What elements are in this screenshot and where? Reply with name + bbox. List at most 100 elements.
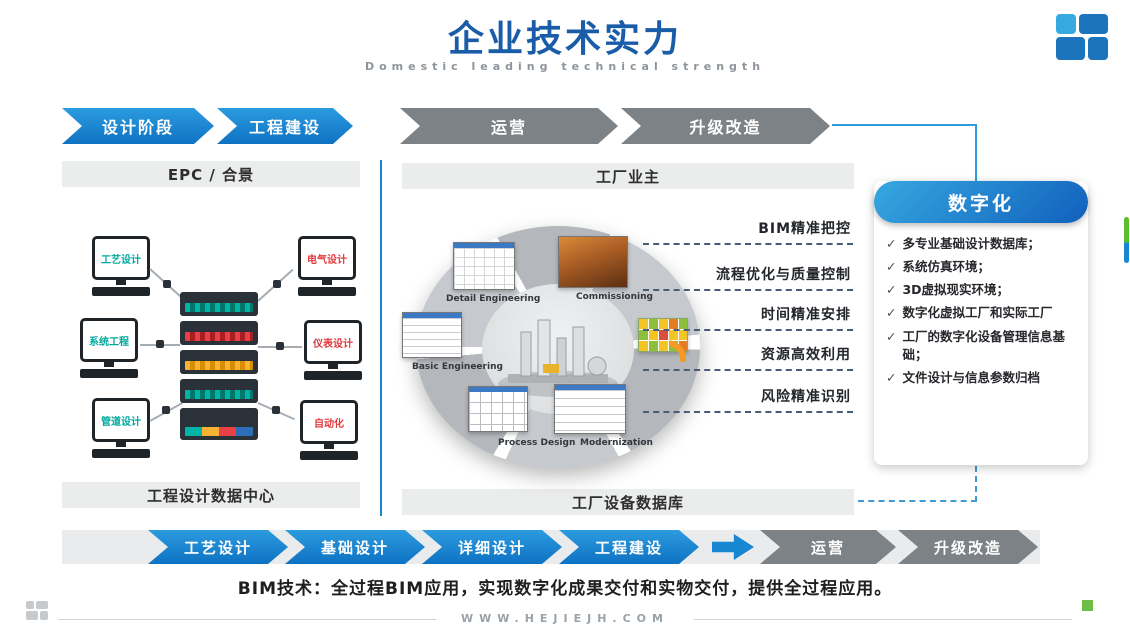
wheel-segment-label: Basic Engineering	[412, 362, 503, 372]
section-factory-title: 工厂业主	[402, 163, 854, 189]
data-center-server	[180, 292, 258, 445]
thumbnail-titlebar	[469, 387, 527, 392]
keyboard-icon	[80, 369, 138, 378]
keyboard-icon	[298, 287, 356, 296]
check-icon: ✓	[886, 259, 897, 275]
workstation-instrument-design: 仪表设计	[304, 320, 362, 380]
logo-tile	[1088, 37, 1108, 60]
connector-line	[832, 124, 977, 126]
workstation-piping-design: 管道设计	[92, 398, 150, 458]
wheel-segment-label: Process Design	[498, 438, 576, 448]
keyboard-icon	[92, 449, 150, 458]
server-stripe	[185, 361, 253, 370]
flow-upgrade: 升级改造	[898, 530, 1038, 564]
benefit-resource-efficiency: 资源高效利用	[643, 344, 853, 371]
list-item: ✓多专业基础设计数据库；	[886, 235, 1080, 253]
benefit-process-quality: 流程优化与质量控制	[643, 264, 853, 291]
thumbnail-titlebar	[555, 385, 625, 390]
list-item-label: 工厂的数字化设备管理信息基础；	[902, 328, 1065, 362]
flow-detail-design: 详细设计	[422, 530, 562, 564]
footer-url: WWW.HEJIEJH.COM	[461, 612, 669, 625]
lock-icon	[273, 280, 281, 288]
thumbnail-body	[469, 392, 527, 431]
flow-process-design: 工艺设计	[148, 530, 288, 564]
check-icon: ✓	[886, 328, 897, 344]
check-icon: ✓	[886, 369, 897, 385]
thumbnail-body	[555, 390, 625, 433]
phase-design-stage: 设计阶段	[62, 108, 214, 144]
monitor-stand	[324, 444, 334, 449]
benefit-bim-control: BIM精准把控	[643, 218, 853, 245]
monitor-icon: 工艺设计	[92, 236, 150, 280]
thumbnail-basic-engineering	[402, 312, 462, 358]
lifecycle-wheel: Detail Engineering Commissioning Basic E…	[402, 220, 708, 478]
monitor-icon: 仪表设计	[304, 320, 362, 364]
connector-dashed-line	[975, 466, 977, 502]
wheel-segment-label: Modernization	[580, 438, 653, 448]
list-item: ✓ 工厂的数字化设备管理信息基础；	[886, 328, 1080, 364]
thumbnail-asset-mosaic	[638, 318, 688, 352]
keyboard-icon	[92, 287, 150, 296]
monitor-stand	[104, 362, 114, 367]
check-icon: ✓	[886, 282, 897, 298]
benefit-risk-identification: 风险精准识别	[643, 386, 853, 413]
list-item-label: 数字化虚拟工厂和实际工厂	[902, 305, 1053, 321]
section-epc-footer: 工程设计数据中心	[62, 482, 360, 508]
footer-divider	[58, 619, 436, 620]
keyboard-icon	[300, 451, 358, 460]
list-item: ✓ 3D虚拟现实环境；	[886, 281, 1080, 299]
phase-construction: 工程建设	[217, 108, 353, 144]
logo-tile	[36, 601, 48, 609]
bim-note: BIM技术：全过程BIM应用，实现数字化成果交付和实物交付，提供全过程应用。	[237, 579, 893, 599]
page-title: 企业技术实力	[447, 19, 682, 60]
list-item: ✓数字化虚拟工厂和实际工厂	[886, 304, 1080, 322]
logo-tile	[1056, 37, 1085, 60]
logo-tile	[26, 601, 34, 609]
thumbnail-process-design	[468, 386, 528, 432]
digitalization-panel: 数字化 ✓多专业基础设计数据库； ✓系统仿真环境； ✓3D虚拟现实环境； ✓数字…	[874, 181, 1088, 465]
server-unit	[180, 408, 258, 440]
workstation-label: 管道设计	[101, 416, 141, 428]
section-divider	[380, 160, 382, 516]
thumbnail-body	[403, 318, 461, 357]
flow-construction: 工程建设	[559, 530, 699, 564]
phase-operation: 运营	[400, 108, 618, 144]
thumbnail-titlebar	[454, 243, 514, 248]
monitor-icon: 管道设计	[92, 398, 150, 442]
list-item-label: 系统仿真环境；	[902, 259, 990, 275]
lock-icon	[156, 340, 164, 348]
connector-dashed-line	[858, 500, 977, 502]
server-stripe	[185, 390, 253, 399]
list-item-label: 多专业基础设计数据库；	[902, 236, 1040, 251]
workstation-label: 自动化	[314, 418, 344, 430]
mosaic-grid-icon	[639, 319, 687, 351]
logo-tile	[40, 611, 48, 620]
wheel-segment-label: Commissioning	[576, 292, 653, 302]
scrollbar-thumb[interactable]	[1124, 217, 1129, 263]
workstation-label: 电气设计	[307, 254, 347, 266]
section-factory-footer: 工厂设备数据库	[402, 489, 854, 515]
workstation-label: 系统工程	[89, 336, 129, 348]
logo-tile	[1079, 14, 1108, 34]
logo-tile	[26, 611, 38, 620]
benefit-time-scheduling: 时间精准安排	[643, 304, 853, 331]
workstation-system-engineering: 系统工程	[80, 318, 138, 378]
server-stripe	[185, 332, 253, 341]
workstation-label: 仪表设计	[313, 338, 353, 350]
lock-icon	[162, 406, 170, 414]
thumbnail-commissioning-photo	[558, 236, 628, 288]
server-unit	[180, 292, 258, 316]
list-item-label: 3D虚拟现实环境；	[902, 282, 1010, 298]
monitor-icon: 系统工程	[80, 318, 138, 362]
thumbnail-titlebar	[403, 313, 461, 318]
lock-icon	[276, 342, 284, 350]
connector-line	[975, 124, 977, 182]
monitor-stand	[322, 280, 332, 285]
monitor-icon: 自动化	[300, 400, 358, 444]
lock-icon	[272, 406, 280, 414]
server-unit	[180, 350, 258, 374]
green-square-mark	[1082, 600, 1093, 611]
section-epc-title: EPC / 合景	[62, 161, 360, 187]
wheel-segment-label: Detail Engineering	[446, 294, 541, 304]
